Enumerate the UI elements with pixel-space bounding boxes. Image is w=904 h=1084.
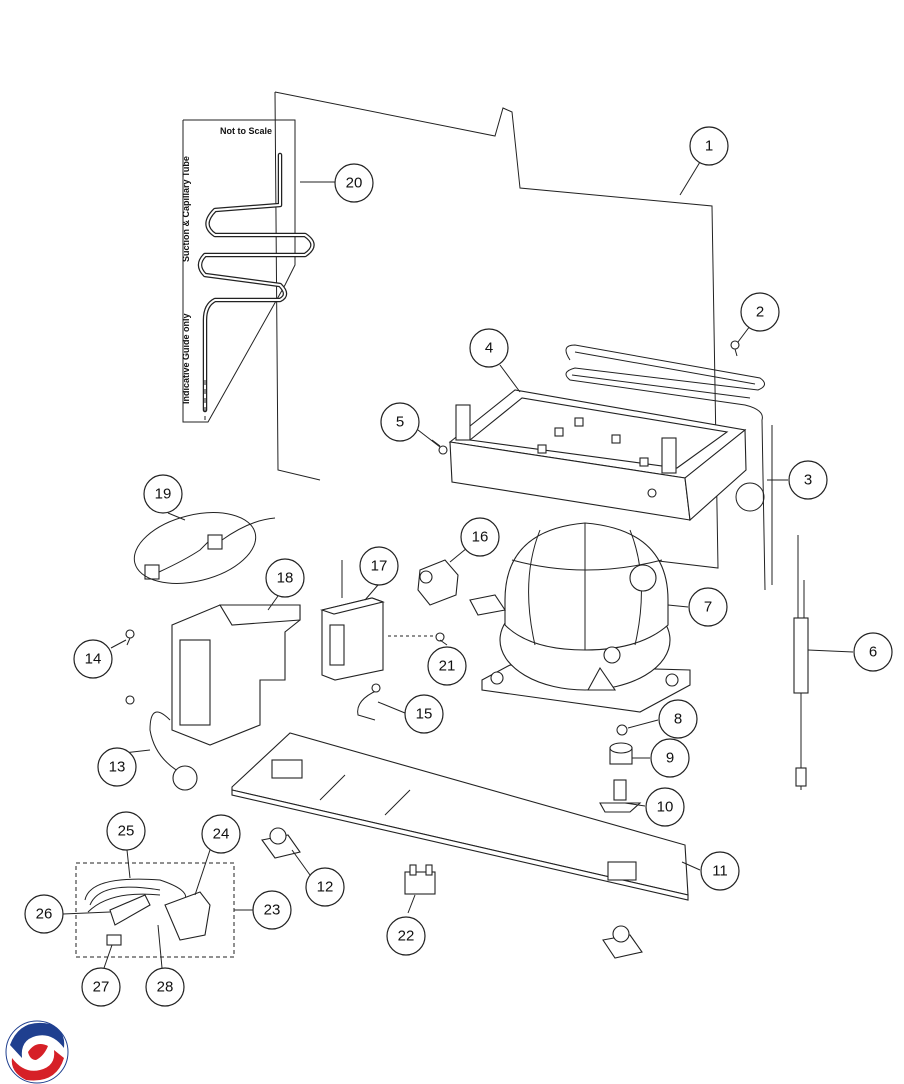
screw-2 [730,340,740,357]
drip-tray [448,389,747,522]
svg-text:22: 22 [398,928,415,945]
callout-1: 1 [689,126,729,166]
nut-9 [609,742,633,765]
callout-4: 4 [469,328,509,368]
screw-14 [125,629,135,646]
callout-23: 23 [252,890,292,930]
callout-3: 3 [788,460,828,500]
callout-11: 11 [700,851,740,891]
condenser-coil [565,344,773,591]
start-relay [417,559,459,606]
base-plate [231,732,689,901]
svg-text:1: 1 [705,138,713,155]
svg-text:20: 20 [346,175,363,192]
callout-24: 24 [201,814,241,854]
screw-tray [647,488,657,498]
svg-text:4: 4 [485,340,493,357]
svg-text:2: 2 [756,304,764,321]
svg-text:24: 24 [213,826,230,843]
control-box [171,604,301,746]
svg-text:25: 25 [118,823,135,840]
callout-13: 13 [97,747,137,787]
callout-19: 19 [143,474,183,514]
callout-7: 7 [688,587,728,627]
caster-rear [602,925,643,959]
screw-5 [431,439,448,455]
svg-text:13: 13 [109,759,126,776]
svg-text:26: 26 [36,906,53,923]
callout-17: 17 [359,546,399,586]
callout-15: 15 [404,694,444,734]
lamp-cord [149,711,198,791]
brand-logo [5,1020,69,1084]
callout-8: 8 [658,699,698,739]
screw-13 [125,695,135,705]
callout-6: 6 [853,632,893,672]
guide-side-label-upper: Suction & Capillary Tube [181,156,191,262]
logo-red-swirl [11,1050,64,1081]
svg-text:3: 3 [804,472,812,489]
callout-22: 22 [386,916,426,956]
svg-text:12: 12 [317,879,334,896]
callout-18: 18 [265,558,305,598]
svg-text:18: 18 [277,570,294,587]
svg-text:9: 9 [666,750,674,767]
callout-10: 10 [645,787,685,827]
svg-text:19: 19 [155,486,172,503]
water-valve [404,864,436,895]
callout-2: 2 [740,292,780,332]
svg-text:7: 7 [704,599,712,616]
svg-text:17: 17 [371,558,388,575]
callout-21: 21 [427,646,467,686]
callout-20: 20 [334,163,374,203]
svg-text:10: 10 [657,799,674,816]
callout-16: 16 [460,517,500,557]
screw-21 [435,632,445,642]
svg-text:5: 5 [396,414,404,431]
svg-text:28: 28 [157,979,174,996]
capillary-guide-panel: Not to Scale Suction & Capillary Tube In… [181,119,315,423]
svg-text:23: 23 [264,902,281,919]
svg-text:11: 11 [712,863,728,880]
cabinet-back-panel [274,91,719,569]
svg-text:27: 27 [93,979,110,996]
water-kit-group [75,862,235,958]
fitting-10 [599,779,642,813]
thermistor [357,683,381,721]
compressor [469,522,691,713]
callout-26: 26 [24,894,64,934]
svg-text:15: 15 [416,706,433,723]
scale-note: Not to Scale [220,126,272,136]
svg-text:14: 14 [85,651,102,668]
guide-side-label-lower: Indicative Guide only [181,313,191,404]
wire-harness [133,512,276,584]
callout-25: 25 [106,811,146,851]
callout-14: 14 [73,639,113,679]
svg-text:8: 8 [674,711,682,728]
svg-text:6: 6 [869,644,877,661]
callout-28: 28 [145,967,185,1007]
power-module [320,560,385,681]
callout-12: 12 [305,867,345,907]
leader-lines [62,161,854,969]
svg-text:21: 21 [439,658,456,675]
defrost-probe [793,535,809,790]
caster-front [261,827,301,859]
logo-blue-swirl [10,1022,65,1058]
callout-5: 5 [380,402,420,442]
callout-9: 9 [650,738,690,778]
clip-8 [616,724,628,736]
callout-27: 27 [81,967,121,1007]
svg-text:16: 16 [472,529,489,546]
